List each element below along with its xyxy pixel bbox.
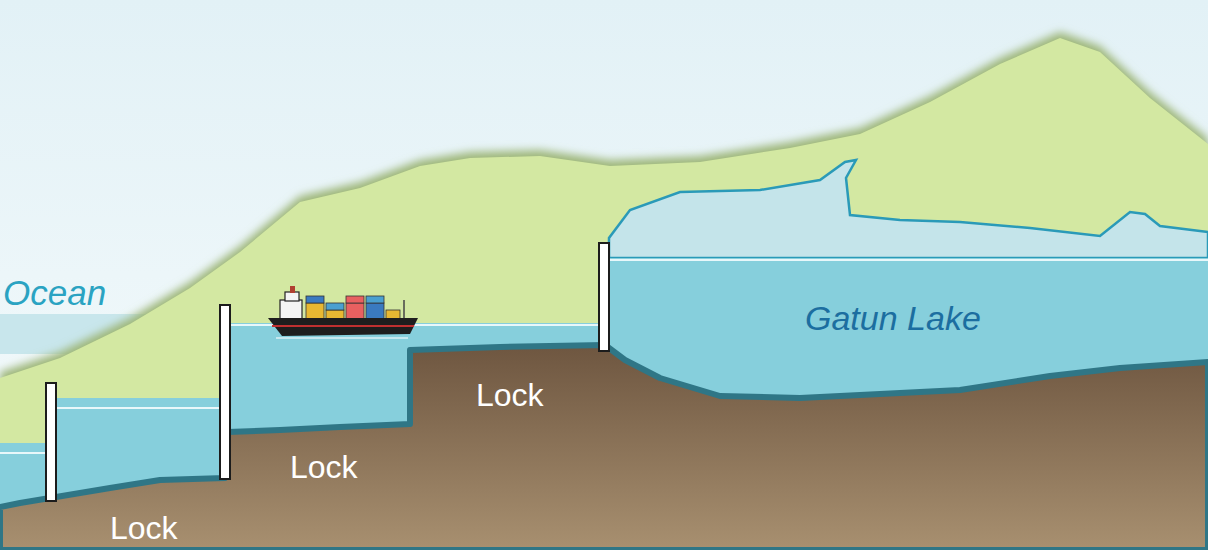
lock-label: Lock	[290, 450, 358, 485]
hill	[0, 38, 1208, 550]
lake-label: Gatun Lake	[805, 300, 981, 337]
lock-gate	[46, 243, 609, 501]
lake-shore	[609, 160, 1208, 258]
lock-label: Lock	[110, 511, 178, 546]
hill-shadow	[0, 32, 1208, 550]
ground	[0, 345, 1208, 550]
container-ship	[268, 286, 418, 338]
lock-chamber	[225, 323, 410, 432]
lock-label: Lock	[476, 378, 544, 413]
ocean-label: Ocean	[3, 274, 106, 313]
